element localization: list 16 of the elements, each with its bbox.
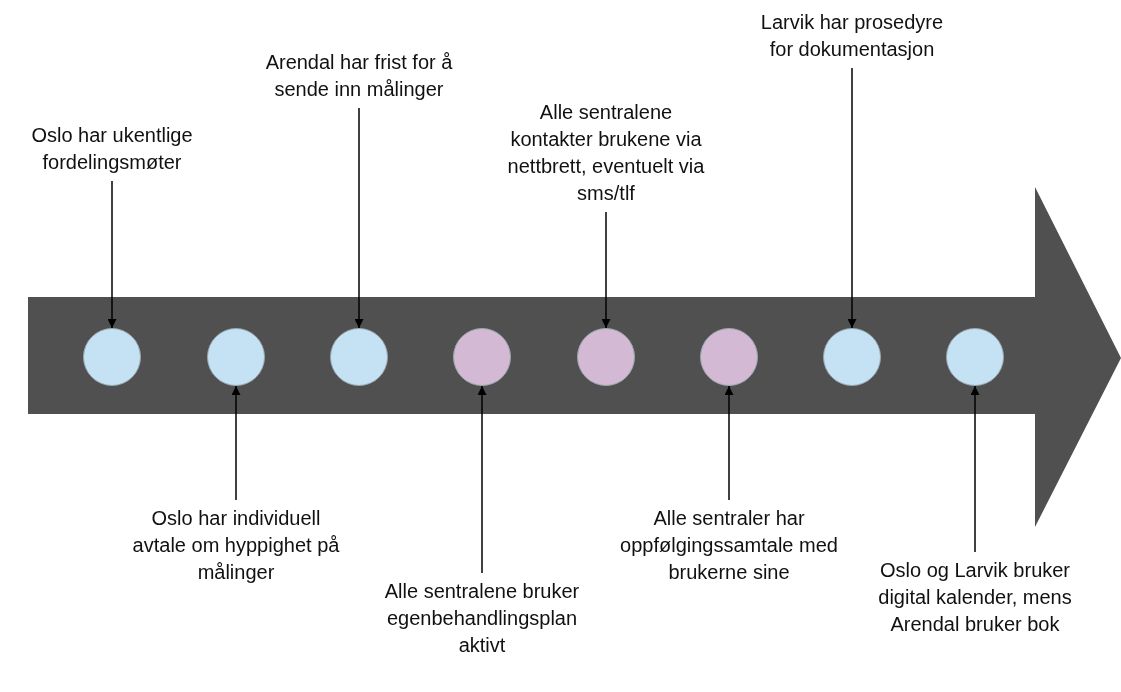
annotation-text: Alle sentralene kontakter brukene via nettbrett, eventuelt via sms/tlf xyxy=(501,99,711,207)
arrow xyxy=(231,385,241,501)
annotation-text: Oslo og Larvik bruker digital kalender, mens Arendal bruker bok xyxy=(870,557,1080,638)
arrow xyxy=(724,385,734,501)
annotation-text: Larvik har prosedyre for dokumentasjon xyxy=(747,9,957,63)
annotation-text: Alle sentraler har oppfølgingssamtale med brukerne sine xyxy=(619,505,839,586)
arrow xyxy=(970,385,980,553)
arrow xyxy=(107,180,117,329)
arrow xyxy=(354,107,364,329)
annotation-text: Oslo har individuell avtale om hyppighet på målinger xyxy=(131,505,341,586)
arrow xyxy=(847,67,857,329)
arrow xyxy=(601,211,611,329)
annotation-text: Oslo har ukentlige fordelingsmøter xyxy=(7,122,217,176)
annotation-text: Alle sentralene bruker egenbehandlingsplan aktivt xyxy=(372,578,592,659)
arrow xyxy=(477,385,487,574)
annotation-text: Arendal har frist for å sende inn målinger xyxy=(244,49,474,103)
